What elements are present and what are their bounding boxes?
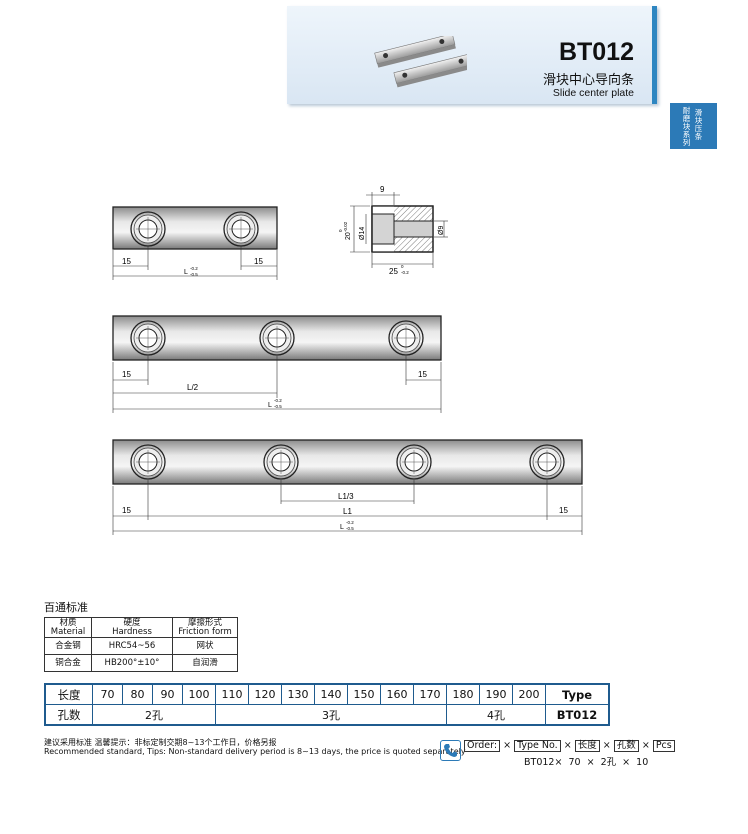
length-cell: 80	[122, 683, 153, 705]
type-header: Type	[545, 683, 610, 705]
length-cell: 110	[215, 683, 249, 705]
length-cell: 160	[380, 683, 414, 705]
note-cn: 建议采用标准 温馨提示：非标定制交期8~13个工作日，价格另报	[44, 738, 277, 747]
dim-label: -0.02	[343, 221, 348, 232]
dim-label: 9	[380, 185, 385, 194]
length-cell: 120	[248, 683, 282, 705]
length-cell: 130	[281, 683, 315, 705]
dim-label: L	[184, 269, 188, 276]
order-format: Order: × Type No. × 长度 × 孔数 × Pcs	[464, 740, 675, 752]
order-sep: ×	[503, 740, 512, 751]
product-code: BT012	[558, 38, 634, 66]
table-cell: 铜合金	[44, 654, 92, 672]
dim-label: L	[268, 402, 272, 409]
order-field: 孔数	[613, 740, 639, 752]
order-example: BT012× 70 × 2孔 × 10	[524, 757, 649, 768]
dim-label: -0.2	[190, 266, 198, 271]
dim-label: -0.2	[401, 270, 409, 275]
category-side-tab[interactable]: 耐磨块系列 滑块压条	[670, 103, 717, 149]
table-cell: HB200°±10°	[91, 654, 173, 672]
length-cell: 200	[512, 683, 546, 705]
dim-label: 15	[122, 257, 131, 266]
dim-label: L1	[343, 507, 352, 516]
phone-icon-glyph	[444, 744, 457, 757]
hole-count-cell: 4孔	[446, 704, 546, 726]
dim-label: 15	[559, 506, 568, 515]
dim-label: 15	[418, 370, 427, 379]
length-cell: 100	[182, 683, 216, 705]
dim-label: -0.2	[346, 520, 354, 525]
length-cell: 70	[92, 683, 123, 705]
dim-label: 15	[122, 370, 131, 379]
dim-label: L	[340, 524, 344, 531]
table-row: 铜合金 HB200°±10° 自润滑	[44, 654, 238, 672]
order-label: Order:	[464, 740, 501, 752]
length-cell: 180	[446, 683, 480, 705]
length-cell: 150	[347, 683, 381, 705]
dim-label: 15	[122, 506, 131, 515]
row-label-holes: 孔数	[44, 704, 93, 726]
order-sep: ×	[563, 740, 572, 751]
standards-title: 百通标准	[44, 601, 88, 614]
dim-label: L1/3	[338, 492, 354, 501]
technical-drawings: 15 15 L -0.2 -0.5 9 20 0 -0.02 Ø14 Ø9	[112, 185, 583, 535]
type-value: BT012	[545, 704, 610, 726]
order-sep: ×	[602, 740, 611, 751]
dim-label: -0.5	[274, 404, 282, 409]
length-cell: 140	[314, 683, 348, 705]
length-table: 长度 70 80 90 100 110 120 130 140 150 160 …	[44, 683, 610, 726]
table-row: 合金钢 HRC54~56 网状	[44, 637, 238, 655]
table-cell: 合金钢	[44, 637, 92, 655]
note-en: Recommended standard, Tips: Non-standard…	[44, 747, 466, 756]
length-cell: 170	[413, 683, 447, 705]
product-name-cn: 滑块中心导向条	[542, 73, 634, 88]
phone-icon[interactable]	[440, 740, 461, 761]
dim-label: 20	[345, 232, 352, 240]
order-field: Type No.	[514, 740, 561, 752]
dim-label: Ø14	[359, 227, 366, 240]
dim-label: -0.2	[274, 398, 282, 403]
side-tab-text-1: 滑块压条	[694, 108, 703, 141]
table-cell: HRC54~56	[91, 637, 173, 655]
product-name-en: Slide center plate	[552, 87, 634, 99]
product-photo	[374, 36, 467, 88]
order-sep: ×	[641, 740, 650, 751]
row-label-length: 长度	[44, 683, 93, 705]
dim-label: 15	[254, 257, 263, 266]
dim-label: 25	[389, 267, 398, 276]
dim-label: 0	[338, 229, 343, 232]
dim-label: L/2	[187, 383, 199, 392]
four-hole-drawing: 15 15 L1/3 L1 L -0.2 -0.5	[112, 439, 583, 535]
order-field: 长度	[574, 740, 600, 752]
side-tab-text-2: 耐磨块系列	[682, 106, 691, 147]
three-hole-drawing: 15 15 L/2 L -0.2 -0.5	[112, 315, 442, 413]
length-cell: 90	[152, 683, 183, 705]
two-hole-drawing: 15 15 L -0.2 -0.5	[112, 206, 278, 280]
dim-label: -0.5	[346, 526, 354, 531]
hole-count-cell: 2孔	[92, 704, 216, 726]
order-field: Pcs	[652, 740, 675, 752]
hole-count-cell: 3孔	[215, 704, 447, 726]
dim-label: Ø9	[438, 226, 445, 235]
length-cell: 190	[479, 683, 513, 705]
table-row: 孔数 2孔 3孔 4孔 BT012	[44, 704, 610, 726]
dim-label: 0	[401, 264, 404, 269]
section-drawing: 9 20 0 -0.02 Ø14 Ø9 25 0 -0.2	[338, 185, 448, 276]
dim-label: -0.5	[190, 272, 198, 277]
table-cell: 自润滑	[172, 654, 238, 672]
header-banner: BT012 滑块中心导向条 Slide center plate	[287, 6, 657, 104]
table-cell: 网状	[172, 637, 238, 655]
table-row: 长度 70 80 90 100 110 120 130 140 150 160 …	[44, 683, 610, 705]
